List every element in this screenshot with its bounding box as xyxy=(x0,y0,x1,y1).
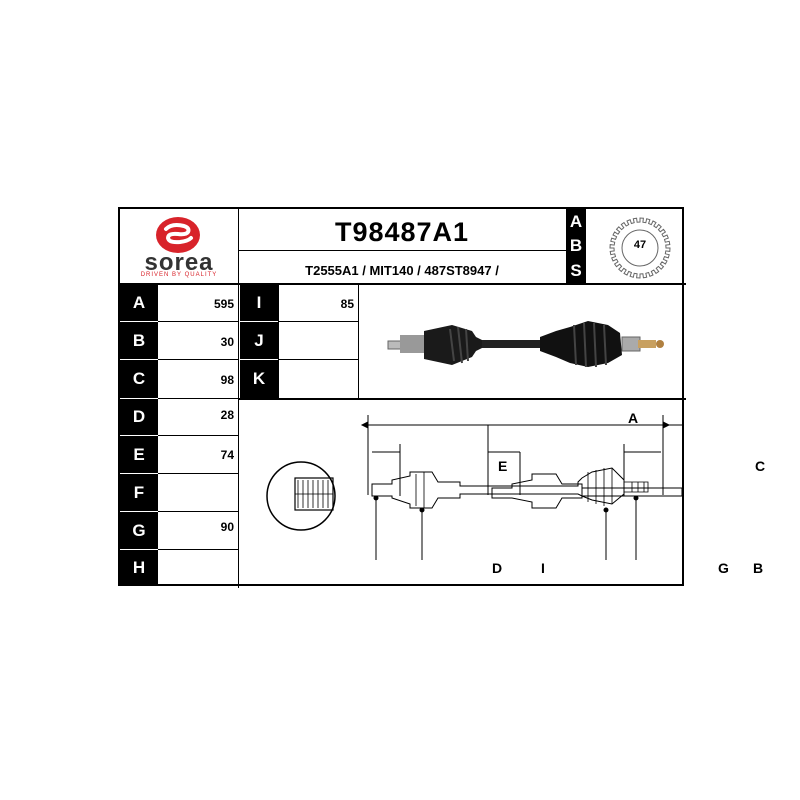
spec-value-e: 74 xyxy=(220,448,234,462)
spec-letter-k: K xyxy=(240,360,278,398)
abs-gear-icon: 47 xyxy=(604,213,676,283)
drive-shaft-photo xyxy=(360,285,684,398)
spec-letter-b: B xyxy=(120,322,158,359)
spec-letter-a: A xyxy=(120,285,158,321)
abs-teeth-count: 47 xyxy=(633,239,647,251)
spec-letter-h: H xyxy=(120,550,158,586)
spec-value-a: 595 xyxy=(213,297,234,311)
brand-name: sorea xyxy=(144,249,214,276)
spec-sheet: sorea DRIVEN BY QUALITY T98487A1 T2555A1… xyxy=(118,207,786,588)
spec-value-g: 90 xyxy=(220,520,234,534)
label-b: B xyxy=(753,560,764,576)
abs-letter-b: B xyxy=(566,234,586,258)
spec-letter-g: G xyxy=(120,512,158,549)
label-g: G xyxy=(718,560,729,576)
label-c: C xyxy=(755,458,766,474)
spec-value-b: 30 xyxy=(220,335,234,349)
label-d: D xyxy=(492,560,503,576)
label-e: E xyxy=(498,458,508,474)
spec-letter-f: F xyxy=(120,474,158,511)
abs-letter-s: S xyxy=(566,258,586,283)
label-a: A xyxy=(628,410,639,426)
spec-letter-i: I xyxy=(240,285,278,321)
spec-letter-e: E xyxy=(120,436,158,473)
spec-value-c: 98 xyxy=(220,373,234,387)
spec-value-d: 28 xyxy=(220,408,234,422)
abs-letter-a: A xyxy=(566,209,586,234)
brand-tagline: DRIVEN BY QUALITY xyxy=(140,272,218,278)
part-number: T98487A1 xyxy=(334,217,470,247)
spec-letter-d: D xyxy=(120,399,158,435)
label-i: I xyxy=(541,560,545,576)
shaft-drawing xyxy=(360,415,671,560)
sorea-logo: sorea DRIVEN BY QUALITY xyxy=(120,209,238,283)
spec-letter-j: J xyxy=(240,322,278,359)
cross-references: T2555A1 / MIT140 / 487ST8947 / xyxy=(305,263,499,278)
spec-value-i: 85 xyxy=(340,297,354,311)
spec-letter-c: C xyxy=(120,360,158,398)
